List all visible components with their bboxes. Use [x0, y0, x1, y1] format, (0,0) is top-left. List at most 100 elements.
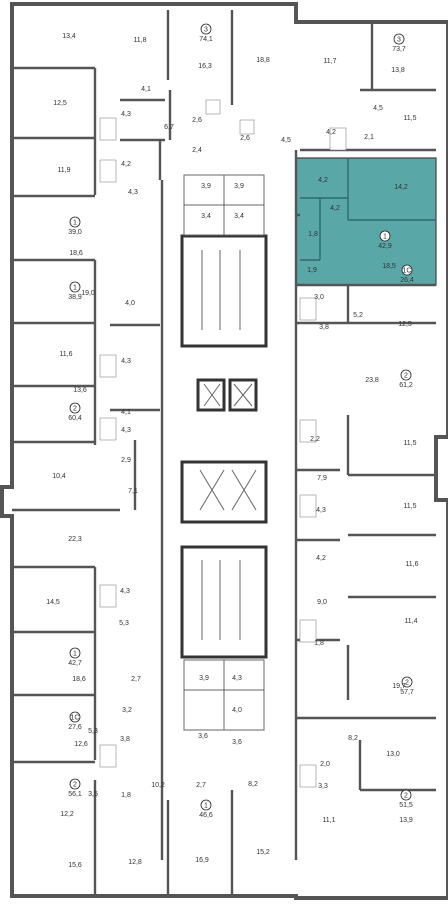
room-area-label: 3,4: [234, 213, 244, 220]
room-area-label: 4,3: [232, 675, 242, 682]
highlighted-room-area: 4,2: [330, 205, 340, 212]
room-area-label: 13,0: [386, 751, 400, 758]
room-area-label: 2,0: [320, 761, 330, 768]
highlighted-room-area: 1,8: [308, 231, 318, 238]
room-area-label: 18,8: [256, 57, 270, 64]
room-area-label: 5,2: [353, 312, 363, 319]
apartment-7-badge: [400, 369, 412, 381]
apartment-2-badge: [393, 33, 405, 45]
apartment-10-badge: [401, 676, 413, 688]
room-area-label: 4,2: [121, 161, 131, 168]
apartment-3-area: 39,0: [68, 229, 82, 236]
apartment-5-badge: [69, 402, 81, 414]
apartment-1-area: 74,1: [199, 36, 213, 43]
room-area-label: 2,6: [240, 135, 250, 142]
room-area-label: 4,3: [121, 111, 131, 118]
room-area-label: 11,6: [59, 351, 72, 358]
room-area-label: 3,5: [88, 791, 98, 798]
room-area-label: 2,9: [121, 457, 131, 464]
apartment-7-area: 61,2: [399, 382, 413, 389]
wall: [300, 158, 436, 261]
room-area-label: 3,4: [201, 213, 211, 220]
apartment-2-area: 73,7: [392, 46, 406, 53]
room-area-label: 2,4: [192, 147, 202, 154]
room-area-label: 16,3: [198, 63, 212, 70]
room-area-label: 2,7: [131, 676, 141, 683]
room-area-label: 1,8: [314, 640, 324, 647]
room-area-label: 18,6: [72, 676, 86, 683]
core: [180, 174, 268, 731]
apartment-9-area: 27,6: [68, 724, 82, 731]
room-area-label: 2,2: [310, 436, 320, 443]
room-area-label: 3,2: [122, 707, 132, 714]
apartment-12-rooms: 2: [404, 793, 408, 800]
apartment-4-badge: [69, 281, 81, 293]
room-area-label: 3,8: [120, 736, 130, 743]
room-area-label: 12,8: [128, 859, 142, 866]
apartment-13-rooms: 1: [204, 803, 208, 810]
apartment-10-rooms: 2: [405, 680, 409, 687]
room-area-label: 3,6: [232, 739, 242, 746]
apartment-11-rooms: 2: [73, 782, 77, 789]
room-area-label: 4,3: [120, 588, 130, 595]
highlighted-apartment[interactable]: [295, 157, 437, 286]
room-area-label: 19,0: [81, 290, 95, 297]
highlighted-room-area: 14,2: [394, 184, 408, 191]
room-area-label: 13,9: [399, 817, 413, 824]
highlighted-room-area: 18,5: [382, 263, 396, 270]
room-area-label: 10,2: [151, 782, 165, 789]
right-walls: [294, 22, 436, 860]
room-area-label: 4,0: [232, 707, 242, 714]
room-area-label: 3,9: [201, 183, 211, 190]
room-area-label: 22,3: [68, 536, 82, 543]
room-area-label: 2,6: [192, 117, 202, 124]
apartment-3-badge: [69, 216, 81, 228]
room-area-label: 12,5: [53, 100, 67, 107]
room-area-label: 7,1: [128, 488, 138, 495]
room-area-label: 15,6: [68, 862, 82, 869]
room-area-label: 2,1: [364, 134, 374, 141]
room-area-label: 13,8: [391, 67, 405, 74]
apartment-4-area: 38,9: [68, 294, 82, 301]
room-area-label: 11,6: [405, 561, 418, 568]
room-area-label: 3,9: [234, 183, 244, 190]
apartment-8-area: 42,7: [68, 660, 82, 667]
apartment-6-rooms: 1С: [403, 268, 412, 275]
left-walls: [12, 10, 234, 896]
highlighted-apartment-badge: [379, 230, 391, 242]
room-area-label: 3,8: [319, 324, 329, 331]
apartment-10-area: 57,7: [400, 689, 414, 696]
room-area-label: 1,8: [121, 792, 131, 799]
apartment-9-badge: [69, 711, 81, 723]
apartment-2-rooms: 3: [397, 37, 401, 44]
room-area-label: 13,6: [73, 387, 87, 394]
apartment-1-rooms: 3: [204, 27, 208, 34]
room-area-label: 3,3: [318, 783, 328, 790]
room-area-label: 4,1: [141, 86, 151, 93]
room-area-label: 7,9: [317, 475, 327, 482]
room-area-label: 4,3: [121, 427, 131, 434]
room-area-label: 4,3: [316, 507, 326, 514]
room-area-label: 14,5: [46, 599, 60, 606]
apartment-9-rooms: 1С: [71, 715, 80, 722]
room-area-label: 10,4: [52, 473, 66, 480]
room-area-label: 3,9: [199, 675, 209, 682]
room-area-label: 12,5: [398, 321, 412, 328]
apartment-8-badge: [69, 647, 81, 659]
room-area-label: 23,8: [365, 377, 379, 384]
room-area-label: 11,5: [403, 115, 416, 122]
room-area-label: 11,5: [403, 440, 416, 447]
apartment-13-badge: [200, 799, 212, 811]
room-area-label: 3,6: [198, 733, 208, 740]
apartment-6-badge: [401, 264, 413, 276]
room-area-label: 6,7: [164, 124, 174, 131]
apartment-5-area: 60,4: [68, 415, 82, 422]
room-area-label: 4,5: [281, 137, 291, 144]
room-area-label: 8,2: [348, 735, 358, 742]
fixtures: [99, 99, 347, 788]
room-area-label: 5,3: [88, 728, 98, 735]
room-area-label: 11,1: [322, 817, 335, 824]
